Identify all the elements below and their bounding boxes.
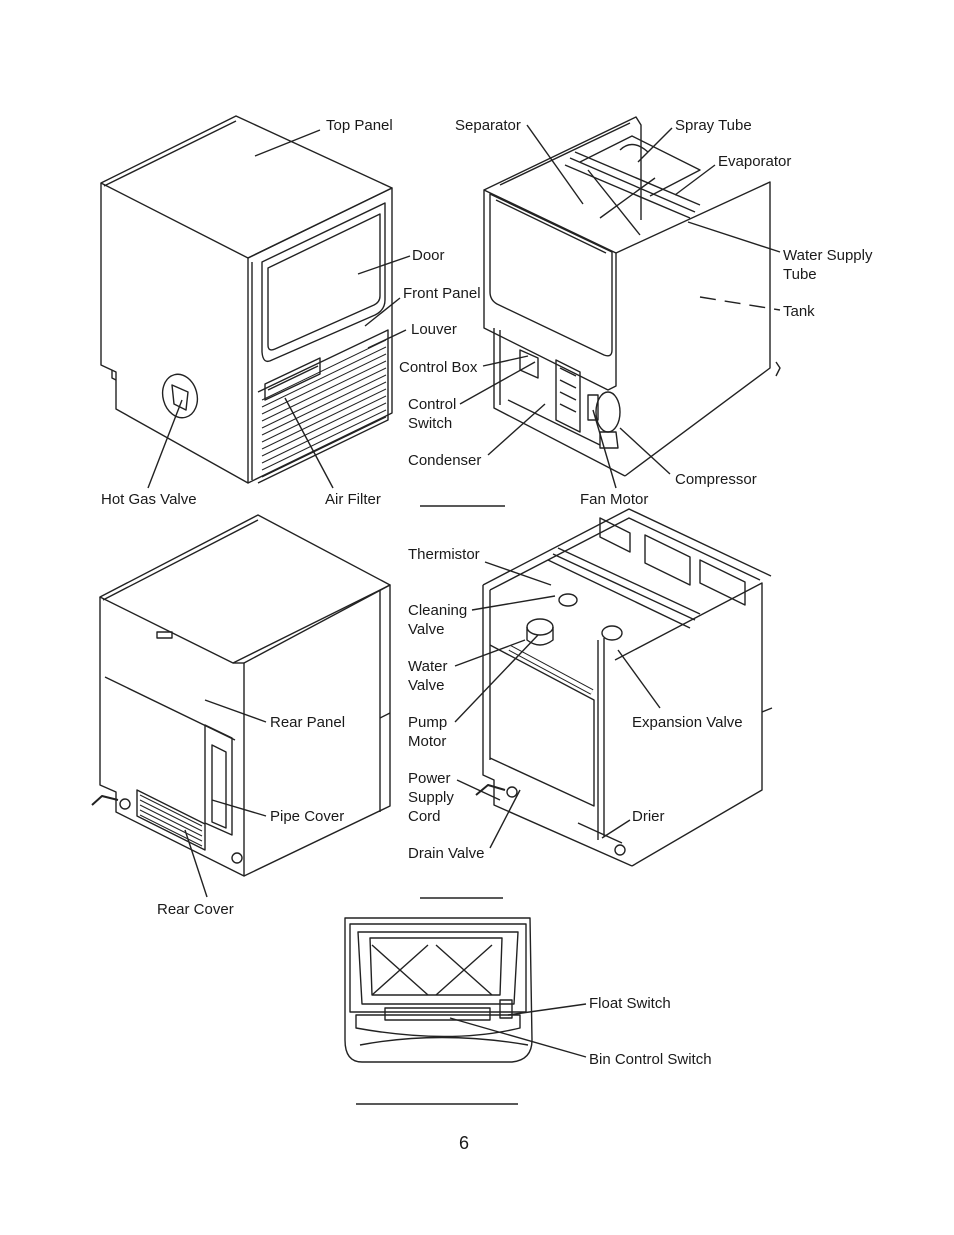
rear-exterior-view [91,514,503,899]
label-cleaning-valve: Cleaning Valve [408,602,468,638]
label-condenser: Condenser [408,452,482,469]
label-louver: Louver [411,321,457,338]
label-front-panel: Front Panel [403,285,481,302]
label-rear-panel: Rear Panel [270,714,346,731]
label-fan-motor: Fan Motor [580,491,649,508]
label-rear-cover: Rear Cover [157,901,234,918]
rear-cover-vents [139,794,203,847]
label-hot-gas-valve: Hot Gas Valve [101,491,197,508]
label-pipe-cover: Pipe Cover [270,808,345,825]
label-air-filter: Air Filter [325,491,381,508]
label-float-switch: Float Switch [589,995,671,1012]
label-water-valve: Water Valve [408,658,448,694]
label-drain-valve: Drain Valve [408,845,485,862]
label-drier: Drier [632,808,665,825]
label-tank: Tank [783,303,815,320]
label-control-box: Control Box [399,359,478,376]
label-separator: Separator [455,117,521,134]
bin-front-view [344,917,587,1105]
rear-interior-view [454,508,773,867]
label-expansion-valve: Expansion Valve [632,714,743,731]
label-evaporator: Evaporator [718,153,792,170]
label-compressor: Compressor [675,471,757,488]
label-top-panel: Top Panel [326,117,393,134]
label-spray-tube: Spray Tube [675,117,752,134]
label-power-supply-cord: Power Supply Cord [408,770,454,825]
label-control-switch: Control Switch [408,396,457,432]
label-water-supply-tube: Water Supply Tube [783,247,873,283]
label-thermistor: Thermistor [408,546,480,563]
front-interior-view [459,116,781,489]
label-bin-control-switch: Bin Control Switch [589,1051,712,1068]
page-number: 6 [459,1133,470,1153]
label-pump-motor: Pump Motor [408,714,448,750]
label-door: Door [412,247,445,264]
louver-slats [261,339,387,478]
front-exterior-view [100,115,505,507]
